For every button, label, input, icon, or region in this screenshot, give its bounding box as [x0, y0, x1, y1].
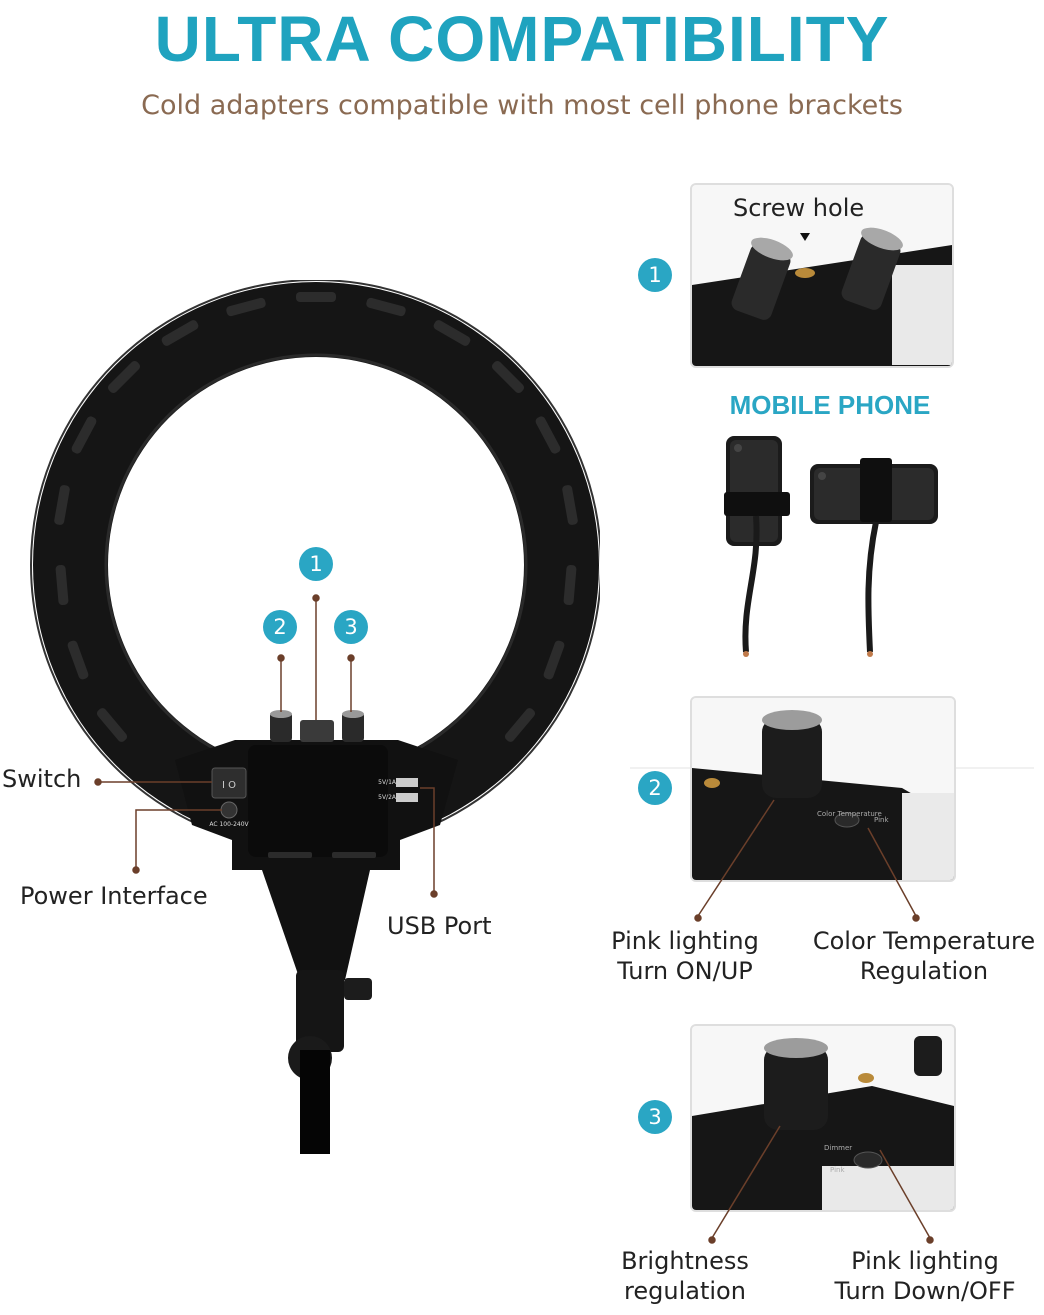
ac-rating: AC 100-240V — [209, 821, 249, 828]
brightness-photo: Dimmer Pink — [692, 1026, 954, 1210]
usb-port-2 — [396, 793, 418, 802]
panel1-photo — [690, 183, 954, 368]
mobile-phone-heading: MOBILE PHONE — [729, 390, 931, 420]
ring-vents — [54, 292, 578, 742]
badge-3: 3 — [334, 610, 368, 644]
knob-2 — [270, 712, 292, 742]
button-caption: Pink — [874, 816, 889, 824]
pink-on-label-1: Pink lighting — [611, 927, 759, 955]
panel2-photo: Color Temperature Pink — [690, 696, 956, 882]
badge-2: 2 — [263, 610, 297, 644]
pink-off-label-1: Pink lighting — [851, 1247, 999, 1275]
ring-neck — [262, 870, 370, 980]
color-temperature-photo: Color Temperature Pink — [692, 698, 954, 880]
panel2-leaders — [694, 799, 920, 922]
page-title: ULTRA COMPATIBILITY — [154, 3, 890, 75]
usb-port-label: USB Port — [387, 912, 492, 940]
screw-hole-photo — [692, 185, 952, 366]
usb-rating-1: 5V/1A — [378, 779, 397, 786]
ring-light-illustration: I O 5V/1A 5V/2A AC 100-240V — [30, 280, 600, 1154]
screw-hole-label: Screw hole — [733, 194, 865, 222]
knob-3 — [342, 712, 364, 742]
panel1-badge: 1 — [638, 258, 672, 292]
knob-caption: Color Temperature — [817, 810, 882, 818]
switch-label: Switch — [2, 765, 82, 793]
pink-off-label-2: Turn Down/OFF — [834, 1277, 1016, 1305]
screw-mount — [300, 720, 334, 742]
panel3-leaders — [708, 1125, 934, 1244]
usb-port-1 — [396, 778, 418, 787]
power-interface-label: Power Interface — [20, 882, 208, 910]
brightness-label-2: regulation — [624, 1277, 746, 1305]
mobile-phone-photo — [724, 436, 938, 657]
pink-on-label-2: Turn ON/UP — [617, 957, 753, 985]
dimmer-caption: Dimmer — [824, 1144, 852, 1152]
page-subtitle: Cold adapters compatible with most cell … — [141, 90, 903, 121]
switch-button — [211, 767, 247, 799]
pink-button-caption: Pink — [830, 1166, 845, 1174]
power-socket — [220, 801, 238, 819]
brightness-label-1: Brightness — [621, 1247, 749, 1275]
panel3-badge: 3 — [638, 1100, 672, 1134]
svg-text:I O: I O — [222, 780, 236, 791]
color-temp-label-1: Color Temperature — [812, 927, 1036, 955]
panel3-photo: Dimmer Pink — [690, 1024, 956, 1212]
stand-pole — [300, 1050, 330, 1154]
color-temp-label-2: Regulation — [859, 957, 989, 985]
panel2-badge: 2 — [638, 771, 672, 805]
badge-1: 1 — [299, 547, 333, 581]
usb-rating-2: 5V/2A — [378, 794, 397, 801]
